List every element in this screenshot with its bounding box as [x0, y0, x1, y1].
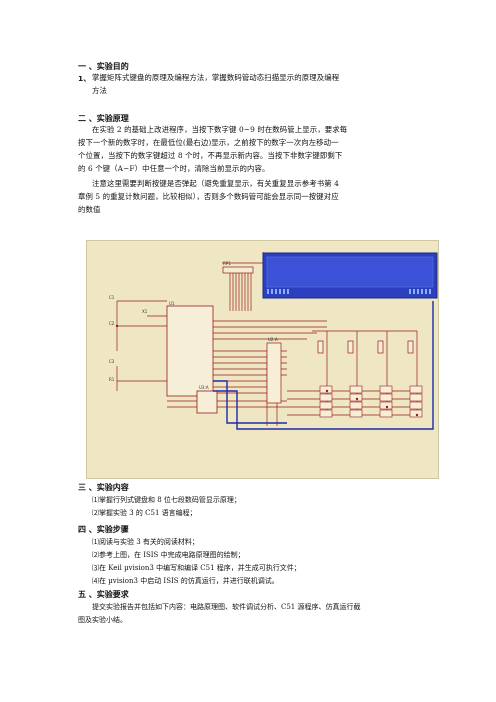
para-2-line-1: 注意这里需要判断按键是否弹起（避免重复显示，有关重复显示参考书第 4 [92, 179, 339, 188]
u2a-label: U2:A [268, 337, 278, 342]
sec4-item-3: ⑶在 Keil µvision3 中编写和编译 C51 程序，并生成可执行文件； [92, 564, 301, 572]
para-1-line-2: 按下一个新的数字时，在最低位(最右边)显示，之前按下的数字一次向左移动一 [78, 138, 339, 147]
section-5-heading: 五 、实验要求 [78, 590, 129, 599]
para-1-line-4: 的 6 个键（A~F）中任意一个时，清除当前显示的内容。 [78, 164, 270, 173]
schematic-drawing: U1 C1 C2 C3 X1 R1 RP1 U2:A U3:A [109, 252, 438, 430]
section-1-heading: 一 、实验目的 [78, 62, 129, 71]
section-4-heading: 四 、实验步骤 [78, 525, 129, 534]
para-1-line-3: 个位置，当按下的数字键超过 8 个时，不再显示新内容。当按下非数字键即剩下 [78, 151, 343, 160]
u3a-label: U3:A [199, 385, 209, 390]
sec3-item-1: ⑴掌握行列式键盘和 8 位七段数码管显示原理； [92, 496, 241, 504]
section-3-heading: 三 、实验内容 [78, 483, 129, 492]
item-1-number: 1、 [78, 74, 91, 83]
c1-label: C1 [109, 295, 115, 300]
u1-label: U1 [169, 301, 175, 306]
sec5-line-1: 提交实验报告并包括如下内容：电路原理图、软件调试分析、C51 源程序、仿真运行截 [92, 603, 361, 611]
c2-label: C2 [109, 321, 115, 326]
para-2-line-2: 章例 5 的重复计数问题，比较相似），否则多个数码管可能会显示同一按键对应 [78, 192, 339, 201]
sec4-item-2: ⑵参考上图，在 ISIS 中完成电路原理图的绘制； [92, 551, 245, 559]
rp1-label: RP1 [223, 261, 231, 266]
sec4-item-1: ⑴阅读与实验 3 有关的阅读材料； [92, 538, 199, 546]
c3-label: C3 [109, 359, 115, 364]
circuit-schematic: U1 C1 C2 C3 X1 R1 RP1 U2:A U3:A [86, 240, 439, 479]
item-1-line-1: 掌握矩阵式键盘的原理及编程方法，掌握数码管动态扫描显示的原理及编程 [92, 73, 340, 82]
sec4-item-4: ⑷在 µvision3 中启动 ISIS 的仿真运行，并进行联机调试。 [92, 577, 279, 585]
x1-label: X1 [142, 309, 148, 314]
para-2-line-3: 的数值 [78, 205, 101, 214]
r1-label: R1 [109, 377, 115, 382]
sec3-item-2: ⑵掌握实验 3 的 C51 语言编程； [92, 509, 197, 517]
para-1-line-1: 在实验 2 的基础上改进程序，当按下数字键 0~9 时在数码管上显示，要求每 [92, 125, 348, 134]
sec5-line-2: 图及实验小结。 [78, 616, 127, 624]
item-1-line-2: 方法 [92, 86, 107, 95]
section-2-heading: 二 、实验原理 [78, 114, 129, 123]
